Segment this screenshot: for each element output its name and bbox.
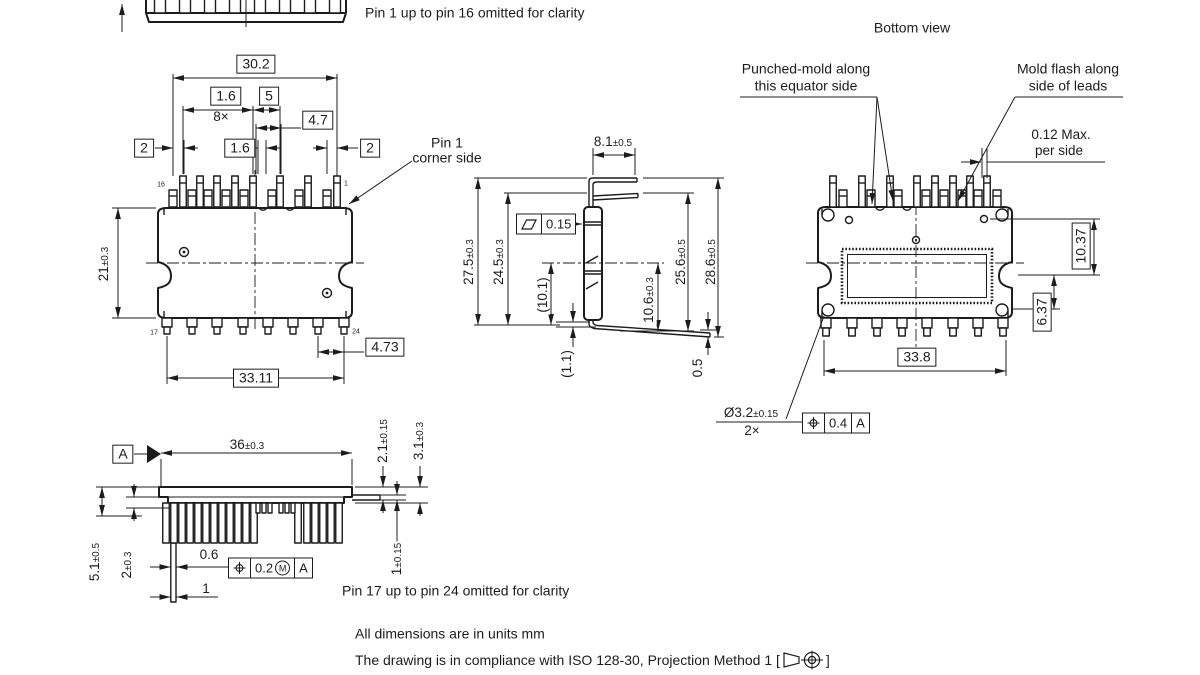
pin-number-16: 16 xyxy=(157,181,165,189)
dim-width-36: 36±0.3 xyxy=(229,436,265,452)
mold-flash-callout-line1: Mold flash along xyxy=(1017,60,1119,77)
hole-count-label: 2× xyxy=(744,422,760,438)
lead-datum-ref: A xyxy=(294,558,312,578)
hole-diameter-label: Ø3.2±0.15 xyxy=(723,404,779,420)
dim-pitch-group: 1.6 xyxy=(210,86,242,106)
dim-width-bottom: 33.11 xyxy=(233,368,279,388)
mounting-view-body xyxy=(158,486,381,603)
note-bottom-pins-omitted: Pin 17 up to pin 24 omitted for clarity xyxy=(342,582,570,599)
front-view-pins xyxy=(161,175,350,335)
punched-mold-callout-line2: this equator side xyxy=(754,77,858,94)
first-angle-projection-icon xyxy=(783,650,823,670)
dim-lead-top: 8.1±0.5 xyxy=(593,133,633,149)
dim-h-inner: 24.5±0.3 xyxy=(490,239,506,285)
dim-ref-101: (10.1) xyxy=(534,275,551,315)
datum-a-flag: A xyxy=(112,444,134,464)
pin-number-1: 1 xyxy=(344,180,348,188)
dim-338: 33.8 xyxy=(897,347,937,367)
bottom-view-pins xyxy=(820,175,1009,337)
note-top-pins-omitted: Pin 1 up to pin 16 omitted for clarity xyxy=(365,4,585,21)
dim-height: 21±0.3 xyxy=(95,246,111,282)
pin-number-24: 24 xyxy=(352,328,360,336)
mounting-view-dimensions xyxy=(96,445,428,600)
mmc-modifier-icon: M xyxy=(275,560,291,576)
dim-tip-drop: 0.5 xyxy=(689,358,705,378)
dim-21: 2.1±0.15 xyxy=(374,417,391,465)
dim-1: 1 xyxy=(202,580,210,596)
mounting-view-pins xyxy=(162,502,343,544)
front-view-dimensions xyxy=(112,74,413,384)
dim-h-lead2: 25.6±0.5 xyxy=(672,239,688,285)
side-view-dimensions xyxy=(474,148,724,355)
dim-ref-11: (1.1) xyxy=(558,350,574,378)
position-icon xyxy=(803,414,824,433)
dim-pitch-mid: 1.6 xyxy=(224,138,256,158)
flatness-icon xyxy=(517,215,541,234)
dim-31: 3.1±0.3 xyxy=(410,419,427,463)
dim-edge-left: 2 xyxy=(134,138,154,158)
position-tolerance-value: 0.4 xyxy=(824,413,851,433)
side-view-body xyxy=(583,177,711,338)
dim-2: 2±0.3 xyxy=(118,551,134,579)
mold-flash-callout-line2: side of leads xyxy=(1028,77,1108,94)
pin1-callout-line1: Pin 1 xyxy=(431,134,463,151)
iso-text-close: ] xyxy=(825,652,830,668)
note-units: All dimensions are in units mm xyxy=(355,625,545,642)
flatness-value: 0.15 xyxy=(541,214,575,234)
note-iso-compliance: The drawing is in compliance with ISO 12… xyxy=(355,650,830,670)
dim-h-total: 28.6±0.5 xyxy=(702,239,718,285)
position-datum-ref: A xyxy=(851,413,869,433)
pin-number-17: 17 xyxy=(150,329,158,337)
flatness-tolerance-frame: 0.15 xyxy=(516,213,577,235)
dim-edge-right: 2 xyxy=(360,138,380,158)
dim-47: 4.7 xyxy=(302,110,334,130)
top-partial-view xyxy=(119,0,347,32)
dim-1037: 10.37 xyxy=(1071,222,1091,270)
bottom-view-dimensions xyxy=(716,96,1123,423)
flash-max-line2: per side xyxy=(1034,142,1084,158)
pin1-callout-line2: corner side xyxy=(412,149,482,166)
dim-637: 6.37 xyxy=(1032,292,1052,332)
bottom-view-title: Bottom view xyxy=(873,19,951,36)
dim-06: 0.6 xyxy=(199,546,219,562)
dim-pitch-bottom: 4.73 xyxy=(365,337,405,357)
bottom-view-body xyxy=(806,182,1024,366)
position-icon xyxy=(229,559,250,578)
punched-mold-callout-line1: Punched-mold along xyxy=(741,60,871,77)
dim-width-top: 30.2 xyxy=(236,54,276,74)
flash-max-line1: 0.12 Max. xyxy=(1031,126,1091,142)
dim-115: 1±0.15 xyxy=(388,540,405,578)
dim-pitch-five: 5 xyxy=(259,86,279,106)
dim-51: 5.1±0.5 xyxy=(86,542,102,582)
dim-h-outer: 27.5±0.3 xyxy=(460,239,476,285)
iso-text: The drawing is in compliance with ISO 12… xyxy=(355,652,780,668)
dim-pitch-count: 8× xyxy=(213,108,229,124)
dim-lead-bottom: 10.6±0.3 xyxy=(640,275,657,325)
position-tolerance-frame-holes: 0.4 A xyxy=(802,412,870,434)
